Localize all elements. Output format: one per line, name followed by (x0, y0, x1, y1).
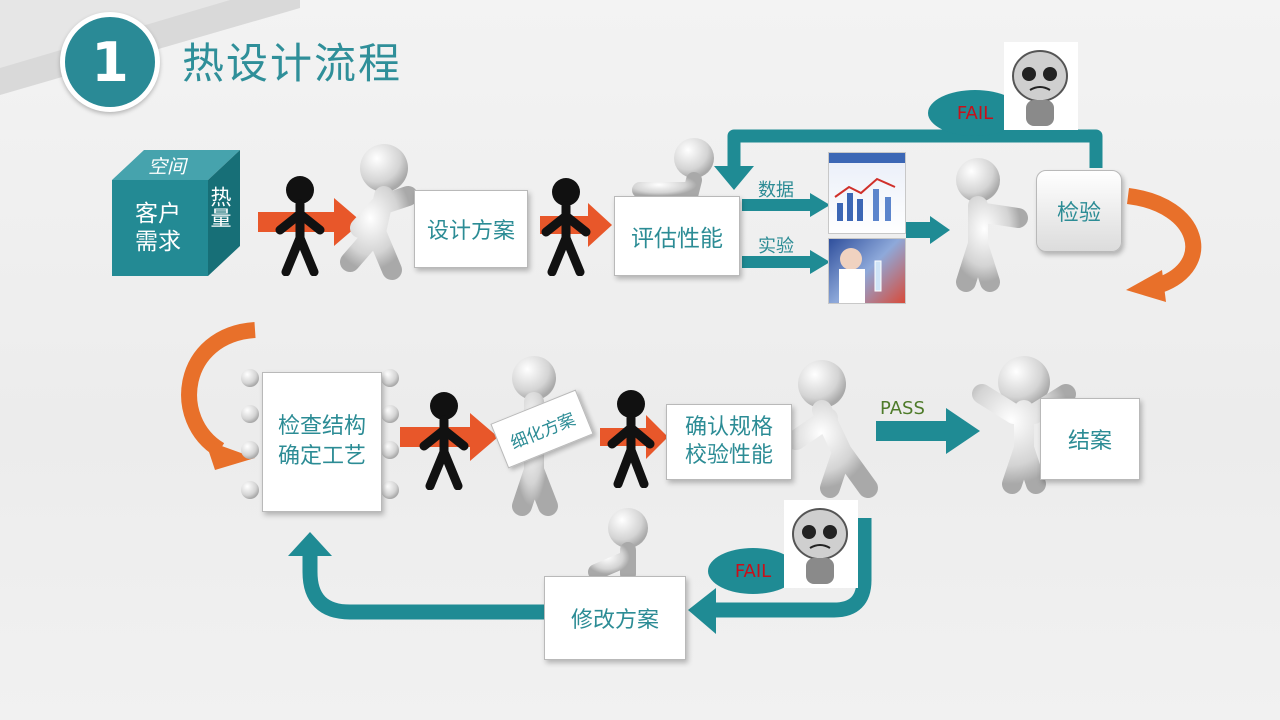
black-figure-3 (419, 392, 469, 490)
fail-label-top: FAIL (956, 102, 994, 124)
step-design-label: 设计方案 (426, 219, 515, 244)
white-figure-walking (340, 144, 418, 280)
cube-top-label: 空间 (148, 156, 187, 178)
step-evaluate-label: 评估性能 (631, 226, 723, 252)
crying-face-icon (1012, 50, 1068, 126)
step-modify-board: 修改方案 (544, 576, 686, 660)
pass-label: PASS (880, 398, 925, 419)
sad-face-bottom (784, 500, 858, 588)
data-label: 数据 (758, 180, 794, 201)
step-close-board: 结案 (1040, 398, 1140, 480)
step-design-board: 设计方案 (414, 190, 528, 268)
step-check-line1: 检查结构 (277, 414, 366, 439)
fail-loop-top (727, 129, 1103, 168)
step-check-board: 检查结构 确定工艺 (262, 372, 382, 512)
black-figure-2 (541, 178, 591, 276)
black-figure-1 (275, 176, 325, 276)
step-inspect-label: 检验 (1056, 201, 1101, 226)
fail-label-bottom: FAIL (734, 560, 772, 582)
fail-loop-bottom (712, 518, 872, 618)
cube-front-line2: 需求 (135, 229, 181, 255)
step-inspect-board: 检验 (1036, 170, 1122, 252)
fail-loop-top-head (714, 166, 754, 190)
step-modify-label: 修改方案 (570, 608, 659, 633)
step-number-badge: 1 (60, 12, 160, 112)
cube-side-label: 热量 (208, 186, 232, 228)
cube-front-line1: 客户 (135, 201, 181, 227)
white-figure-modify (588, 508, 648, 582)
lab-scientist-icon (839, 248, 882, 303)
data-chart-image (828, 152, 906, 234)
white-figure-pushing (786, 360, 878, 498)
step-check-line2: 确定工艺 (277, 444, 366, 469)
white-figure-presenting (956, 158, 1028, 292)
black-figure-4 (607, 390, 655, 488)
step-confirm-line2: 校验性能 (684, 443, 773, 468)
white-figure-evaluate (632, 138, 714, 204)
return-loop (302, 552, 544, 620)
scroll-pegs (241, 369, 399, 499)
step-evaluate-board: 评估性能 (614, 196, 740, 276)
fail-badge-bottom: FAIL (708, 548, 798, 594)
step-confirm-board: 确认规格 校验性能 (666, 404, 792, 480)
return-loop-head (288, 532, 332, 556)
sad-face-top (1004, 42, 1078, 130)
experiment-photo (828, 238, 906, 304)
bar-chart-icon (829, 153, 905, 221)
curved-arrow-left (181, 322, 256, 457)
step-close-label: 结案 (1067, 429, 1112, 454)
crying-face-icon (792, 508, 848, 584)
experiment-label: 实验 (758, 236, 794, 257)
step-confirm-line1: 确认规格 (684, 415, 773, 440)
page-title: 热设计流程 (182, 39, 403, 88)
fail-loop-bottom-head (688, 588, 716, 634)
cube-front-label: 客户 需求 (112, 200, 204, 256)
curved-arrow-right (1126, 188, 1202, 293)
customer-needs-cube (112, 150, 240, 276)
step-number: 1 (91, 30, 129, 94)
